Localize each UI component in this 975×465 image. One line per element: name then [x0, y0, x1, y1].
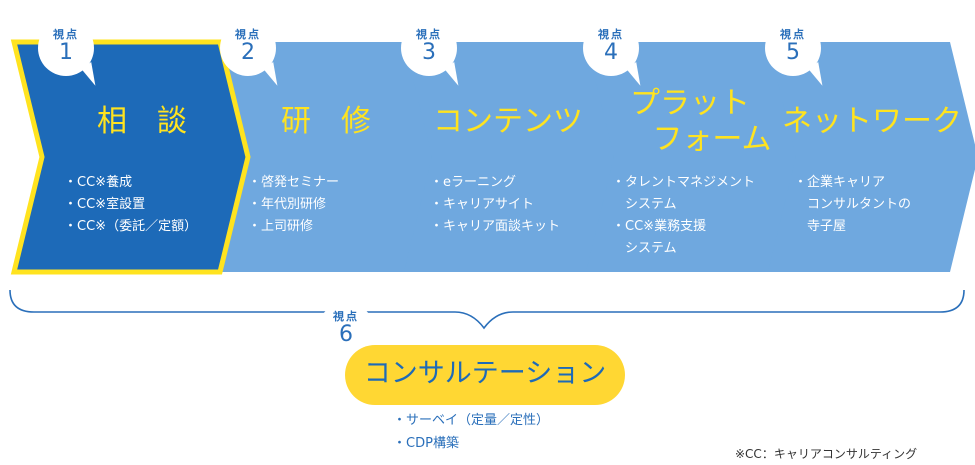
viewpoint-label: 視点	[333, 310, 359, 323]
step-title-line: フォーム	[652, 122, 772, 157]
step-bullets: CC※養成CC※室設置CC※（委託／定額）	[64, 172, 197, 238]
consultation-title: コンサルテーション	[363, 358, 607, 389]
viewpoint-label: 視点	[235, 28, 261, 41]
viewpoint-bubble	[318, 302, 374, 358]
viewpoint-number: 2	[241, 40, 255, 65]
step-bullet-item: 年代別研修	[248, 194, 339, 216]
step-bullet-item: キャリア面談キット	[430, 216, 560, 238]
step-title: ネットワーク	[772, 104, 972, 140]
viewpoint-number: 1	[59, 40, 73, 65]
viewpoint-number: 4	[604, 40, 618, 65]
step-title-line: コンテンツ	[433, 104, 583, 139]
step-bullet-item: CC※室設置	[64, 194, 197, 216]
step-bullet-item: 企業キャリア	[794, 172, 911, 194]
viewpoint-number: 5	[786, 40, 800, 65]
step-title: 相 談	[42, 104, 242, 140]
step-bullet-item: タレントマネジメント	[612, 172, 755, 194]
viewpoint-bubble	[38, 20, 94, 76]
step-bullet-item: CC※（委託／定額）	[64, 216, 197, 238]
consultation-item: CDP構築	[393, 432, 549, 455]
step-title-line: プラット	[630, 86, 750, 121]
step-title-line: 研 修	[281, 104, 371, 139]
step-bullet-item: キャリアサイト	[430, 194, 560, 216]
step-title-line: ネットワーク	[782, 104, 962, 139]
consultation-pill	[345, 345, 625, 405]
viewpoint-bubble	[583, 20, 639, 76]
step-title: コンテンツ	[408, 104, 608, 140]
step-chevron	[744, 42, 975, 272]
viewpoint-label: 視点	[53, 28, 79, 41]
step-title: 研 修	[226, 104, 426, 140]
viewpoint-bubble	[401, 20, 457, 76]
step-bullet-item: CC※業務支援	[612, 216, 755, 238]
step-bullet-continuation: システム	[625, 241, 677, 256]
viewpoint-number: 6	[339, 322, 353, 347]
viewpoint-label: 視点	[780, 28, 806, 41]
viewpoint-number: 3	[422, 40, 436, 65]
step-bullet-continuation: コンサルタントの	[807, 197, 912, 212]
step-bullet-item: eラーニング	[430, 172, 560, 194]
viewpoint-label: 視点	[598, 28, 624, 41]
footnote: ※CC：キャリアコンサルティング	[735, 447, 918, 461]
step-bullet-continuation: 寺子屋	[807, 219, 847, 234]
group-brace	[9, 289, 965, 330]
step-title-line: 相 談	[97, 104, 187, 139]
step-title: プラットフォーム	[590, 86, 790, 158]
step-bullet-item: 上司研修	[248, 216, 339, 238]
step-bullets: 啓発セミナー年代別研修上司研修	[248, 172, 339, 238]
step-bullet-continuation: システム	[625, 197, 677, 212]
consultation-items: サーベイ（定量／定性） CDP構築	[393, 409, 549, 455]
consultation-item: サーベイ（定量／定性）	[393, 409, 549, 432]
viewpoint-label: 視点	[416, 28, 442, 41]
viewpoint-bubble	[220, 20, 276, 76]
step-bullets: eラーニングキャリアサイトキャリア面談キット	[430, 172, 560, 238]
viewpoint-bubble	[765, 20, 821, 76]
step-bullet-item: CC※養成	[64, 172, 197, 194]
step-chevron	[562, 42, 796, 272]
step-bullet-item: 啓発セミナー	[248, 172, 339, 194]
